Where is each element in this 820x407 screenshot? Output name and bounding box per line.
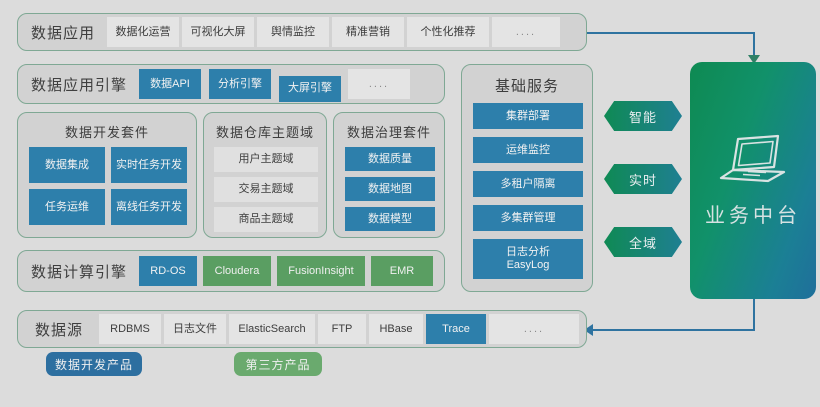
compute-engine-row: 数据计算引擎 RD-OS Cloudera FusionInsight EMR <box>18 251 446 291</box>
panel-data-warehouse-subject-area: 数据仓库主题域 用户主题域 交易主题域 商品主题域 <box>203 112 327 238</box>
basic-service-log-analysis-line2: EasyLog <box>506 259 550 271</box>
capability-arrow-intelligent[interactable]: 智能 <box>604 101 682 131</box>
connector-bottom-horizontal <box>592 329 755 331</box>
connector-top-arrowhead <box>748 55 760 64</box>
data-source-item-log-file[interactable]: 日志文件 <box>164 314 226 344</box>
governance-item-data-map[interactable]: 数据地图 <box>345 177 435 201</box>
data-source-item-elasticsearch[interactable]: ElasticSearch <box>229 314 315 344</box>
compute-engine-group: 数据计算引擎 RD-OS Cloudera FusionInsight EMR <box>17 250 445 292</box>
data-source-item-hbase[interactable]: HBase <box>369 314 423 344</box>
dev-suite-item-offline-task-dev[interactable]: 离线任务开发 <box>111 189 187 225</box>
panel-basic-service: 基础服务 集群部署 运维监控 多租户隔离 多集群管理 日志分析 EasyLog <box>461 64 593 292</box>
engine-item-analysis-engine[interactable]: 分析引擎 <box>209 69 271 99</box>
business-platform-label: 业务中台 <box>705 205 801 227</box>
panel-data-development-suite: 数据开发套件 数据集成 实时任务开发 任务运维 离线任务开发 <box>17 112 197 238</box>
laptop-icon <box>716 133 790 185</box>
data-source-item-ftp[interactable]: FTP <box>318 314 366 344</box>
compute-item-rdos[interactable]: RD-OS <box>139 256 197 286</box>
data-source-group: 数据源 RDBMS 日志文件 ElasticSearch FTP HBase T… <box>17 310 587 348</box>
legend-item-third-party-product: 第三方产品 <box>234 352 322 376</box>
engine-item-data-api[interactable]: 数据API <box>139 69 201 99</box>
data-application-engine-row: 数据应用引擎 数据API 分析引擎 大屏引擎 .... <box>18 65 446 103</box>
compute-item-fusioninsight[interactable]: FusionInsight <box>277 256 365 286</box>
connector-top-vertical <box>753 32 755 57</box>
governance-item-data-model[interactable]: 数据模型 <box>345 207 435 231</box>
panel-title-data-governance-suite: 数据治理套件 <box>346 125 431 140</box>
basic-service-item-multi-tenant-isolation[interactable]: 多租户隔离 <box>473 171 583 197</box>
data-application-item[interactable]: 精准营销 <box>332 17 404 47</box>
basic-service-item-log-analysis[interactable]: 日志分析 EasyLog <box>473 239 583 279</box>
data-application-engine-label: 数据应用引擎 <box>30 76 127 94</box>
data-source-item-trace[interactable]: Trace <box>426 314 486 344</box>
compute-item-emr[interactable]: EMR <box>371 256 433 286</box>
data-application-item-more[interactable]: .... <box>492 17 560 47</box>
basic-service-item-cluster-deploy[interactable]: 集群部署 <box>473 103 583 129</box>
data-application-group: 数据应用 数据化运营 可视化大屏 舆情监控 精准营销 个性化推荐 .... <box>17 13 587 51</box>
capability-arrow-realtime-label: 实时 <box>604 164 682 194</box>
data-application-label: 数据应用 <box>30 24 95 42</box>
connector-top-horizontal <box>586 32 755 34</box>
warehouse-item-transaction-subject[interactable]: 交易主题域 <box>214 177 318 202</box>
engine-item-more[interactable]: .... <box>348 69 410 99</box>
capability-arrow-realtime[interactable]: 实时 <box>604 164 682 194</box>
basic-service-item-ops-monitor[interactable]: 运维监控 <box>473 137 583 163</box>
compute-item-cloudera[interactable]: Cloudera <box>203 256 271 286</box>
basic-service-item-multi-cluster-mgmt[interactable]: 多集群管理 <box>473 205 583 231</box>
dev-suite-item-realtime-task-dev[interactable]: 实时任务开发 <box>111 147 187 183</box>
legend-label-third-party-product: 第三方产品 <box>245 357 311 372</box>
dev-suite-item-task-ops[interactable]: 任务运维 <box>29 189 105 225</box>
data-source-item-more[interactable]: .... <box>489 314 579 344</box>
legend-label-data-dev-product: 数据开发产品 <box>54 357 133 372</box>
capability-arrow-global-label: 全域 <box>604 227 682 257</box>
panel-title-data-warehouse-subject-area: 数据仓库主题域 <box>215 125 314 140</box>
data-source-item-rdbms[interactable]: RDBMS <box>99 314 161 344</box>
data-application-item[interactable]: 个性化推荐 <box>407 17 489 47</box>
data-source-label: 数据源 <box>34 321 83 339</box>
panel-title-basic-service: 基础服务 <box>494 78 559 95</box>
compute-engine-label: 数据计算引擎 <box>30 263 127 281</box>
connector-bottom-vertical <box>753 298 755 330</box>
business-platform-panel[interactable]: 业务中台 <box>690 62 816 299</box>
engine-item-screen-engine[interactable]: 大屏引擎 <box>279 75 341 102</box>
panel-data-governance-suite: 数据治理套件 数据质量 数据地图 数据模型 <box>333 112 445 238</box>
capability-arrow-intelligent-label: 智能 <box>604 101 682 131</box>
warehouse-item-user-subject[interactable]: 用户主题域 <box>214 147 318 172</box>
panel-title-data-development-suite: 数据开发套件 <box>64 125 149 140</box>
legend-item-data-dev-product: 数据开发产品 <box>46 352 142 376</box>
governance-item-data-quality[interactable]: 数据质量 <box>345 147 435 171</box>
data-application-item[interactable]: 数据化运营 <box>107 17 179 47</box>
dev-suite-item-data-integration[interactable]: 数据集成 <box>29 147 105 183</box>
data-application-item[interactable]: 舆情监控 <box>257 17 329 47</box>
data-application-item[interactable]: 可视化大屏 <box>182 17 254 47</box>
basic-service-log-analysis-line1: 日志分析 <box>506 246 550 259</box>
connector-bottom-arrowhead <box>584 324 593 336</box>
data-source-row: 数据源 RDBMS 日志文件 ElasticSearch FTP HBase T… <box>18 311 588 347</box>
warehouse-item-product-subject[interactable]: 商品主题域 <box>214 207 318 232</box>
data-application-engine-group: 数据应用引擎 数据API 分析引擎 大屏引擎 .... <box>17 64 445 104</box>
data-application-row: 数据应用 数据化运营 可视化大屏 舆情监控 精准营销 个性化推荐 .... <box>18 14 588 50</box>
capability-arrow-global[interactable]: 全域 <box>604 227 682 257</box>
